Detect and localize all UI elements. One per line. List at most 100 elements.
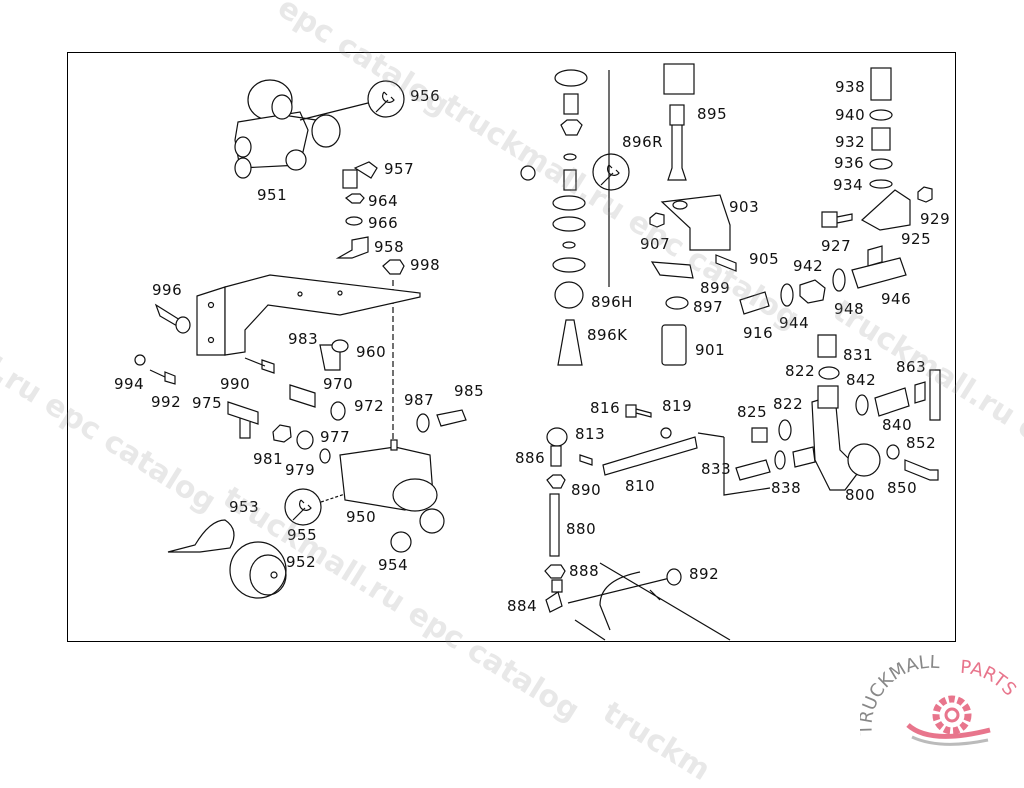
callout-819[interactable]: 819 bbox=[662, 397, 693, 415]
callout-940[interactable]: 940 bbox=[835, 106, 866, 124]
part-899 bbox=[650, 261, 694, 279]
callout-822[interactable]: 822 bbox=[785, 362, 816, 380]
callout-895[interactable]: 895 bbox=[697, 105, 728, 123]
callout-884[interactable]: 884 bbox=[507, 597, 538, 615]
callout-956[interactable]: 956 bbox=[410, 87, 441, 105]
callout-897[interactable]: 897 bbox=[693, 298, 724, 316]
callout-990[interactable]: 990 bbox=[220, 375, 251, 393]
callout-800[interactable]: 800 bbox=[845, 486, 876, 504]
callout-957[interactable]: 957 bbox=[384, 160, 415, 178]
callout-903[interactable]: 903 bbox=[729, 198, 760, 216]
callout-946[interactable]: 946 bbox=[881, 290, 912, 308]
logo-text-left: TRUCKMALL bbox=[860, 655, 940, 736]
part-944 bbox=[780, 283, 794, 307]
part-810-rod bbox=[602, 436, 698, 476]
callout-886[interactable]: 886 bbox=[515, 449, 546, 467]
callout-907[interactable]: 907 bbox=[640, 235, 671, 253]
part-957 bbox=[342, 169, 358, 189]
callout-936[interactable]: 936 bbox=[834, 154, 865, 172]
callout-932[interactable]: 932 bbox=[835, 133, 866, 151]
callout-896R[interactable]: 896R bbox=[622, 133, 664, 151]
part-880 bbox=[549, 493, 560, 557]
svg-text:TRUCKMALL: TRUCKMALL bbox=[860, 655, 940, 736]
callout-987[interactable]: 987 bbox=[404, 391, 435, 409]
callout-850[interactable]: 850 bbox=[887, 479, 918, 497]
callout-810[interactable]: 810 bbox=[625, 477, 656, 495]
callout-955[interactable]: 955 bbox=[287, 526, 318, 544]
part-housing-outline bbox=[574, 562, 731, 641]
callout-960[interactable]: 960 bbox=[356, 343, 387, 361]
part-958 bbox=[335, 236, 369, 259]
callout-896H[interactable]: 896H bbox=[591, 293, 633, 311]
callout-899[interactable]: 899 bbox=[700, 279, 731, 297]
part-892 bbox=[666, 568, 682, 586]
callout-831[interactable]: 831 bbox=[843, 346, 874, 364]
callout-970[interactable]: 970 bbox=[323, 375, 354, 393]
part-953-strap bbox=[167, 519, 235, 553]
callout-958[interactable]: 958 bbox=[374, 238, 405, 256]
callout-938[interactable]: 938 bbox=[835, 78, 866, 96]
svg-text:PARTS: PARTS bbox=[960, 657, 1021, 700]
callout-813[interactable]: 813 bbox=[575, 425, 606, 443]
callout-998[interactable]: 998 bbox=[410, 256, 441, 274]
callout-950[interactable]: 950 bbox=[346, 508, 377, 526]
wrench-icon-896r bbox=[592, 153, 630, 191]
callout-888[interactable]: 888 bbox=[569, 562, 600, 580]
callout-975[interactable]: 975 bbox=[192, 394, 223, 412]
callout-822b[interactable]: 822 bbox=[773, 395, 804, 413]
callout-840[interactable]: 840 bbox=[882, 416, 913, 434]
callout-985[interactable]: 985 bbox=[454, 382, 485, 400]
callout-994[interactable]: 994 bbox=[114, 375, 145, 393]
callout-996[interactable]: 996 bbox=[152, 281, 183, 299]
callout-948[interactable]: 948 bbox=[834, 300, 865, 318]
callout-934[interactable]: 934 bbox=[833, 176, 864, 194]
callout-863[interactable]: 863 bbox=[896, 358, 927, 376]
callout-838[interactable]: 838 bbox=[771, 479, 802, 497]
callout-852[interactable]: 852 bbox=[906, 434, 937, 452]
part-850 bbox=[904, 459, 939, 481]
callout-972[interactable]: 972 bbox=[354, 397, 385, 415]
callout-944[interactable]: 944 bbox=[779, 314, 810, 332]
callout-953[interactable]: 953 bbox=[229, 498, 260, 516]
callout-954[interactable]: 954 bbox=[378, 556, 409, 574]
callout-905[interactable]: 905 bbox=[749, 250, 780, 268]
part-822b bbox=[778, 419, 792, 441]
callout-927[interactable]: 927 bbox=[821, 237, 852, 255]
parts-diagram bbox=[134, 63, 941, 641]
part-800-valve bbox=[811, 385, 881, 491]
callout-964[interactable]: 964 bbox=[368, 192, 399, 210]
part-970 bbox=[289, 384, 316, 408]
logo-text-right: PARTS bbox=[960, 657, 1021, 700]
part-903-bracket bbox=[660, 194, 731, 251]
part-925-bracket bbox=[860, 189, 911, 231]
callout-929[interactable]: 929 bbox=[920, 210, 951, 228]
leader-833-838 bbox=[723, 437, 771, 496]
callout-890[interactable]: 890 bbox=[571, 481, 602, 499]
callout-880[interactable]: 880 bbox=[566, 520, 597, 538]
callout-979[interactable]: 979 bbox=[285, 461, 316, 479]
callout-951[interactable]: 951 bbox=[257, 186, 288, 204]
part-813 bbox=[579, 454, 593, 466]
callout-992[interactable]: 992 bbox=[151, 393, 182, 411]
part-896-set bbox=[520, 69, 588, 366]
callout-925[interactable]: 925 bbox=[901, 230, 932, 248]
callout-952[interactable]: 952 bbox=[286, 553, 317, 571]
callout-833[interactable]: 833 bbox=[701, 460, 732, 478]
callout-901[interactable]: 901 bbox=[695, 341, 726, 359]
callout-916[interactable]: 916 bbox=[743, 324, 774, 342]
callout-842[interactable]: 842 bbox=[846, 371, 877, 389]
callout-977[interactable]: 977 bbox=[320, 428, 351, 446]
callout-966[interactable]: 966 bbox=[368, 214, 399, 232]
callout-942[interactable]: 942 bbox=[793, 257, 824, 275]
callout-981[interactable]: 981 bbox=[253, 450, 284, 468]
callout-892[interactable]: 892 bbox=[689, 565, 720, 583]
callout-983[interactable]: 983 bbox=[288, 330, 319, 348]
part-929 bbox=[917, 186, 933, 203]
part-907 bbox=[649, 212, 665, 228]
part-884 bbox=[545, 579, 563, 613]
part-954 bbox=[390, 531, 412, 553]
callout-825[interactable]: 825 bbox=[737, 403, 768, 421]
callout-816[interactable]: 816 bbox=[590, 399, 621, 417]
callout-896K[interactable]: 896K bbox=[587, 326, 628, 344]
part-840 bbox=[874, 387, 910, 417]
